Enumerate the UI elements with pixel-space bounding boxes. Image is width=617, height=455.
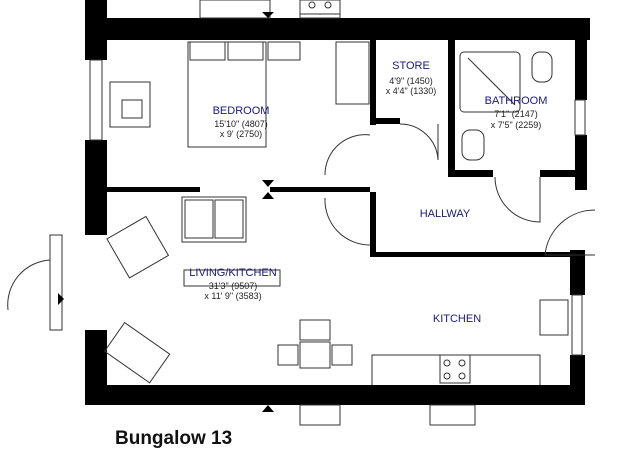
bed [187,41,267,148]
store-dim-2: x 4'4" (1330) [386,86,436,96]
store-dim-1: 4'9" (1450) [389,76,432,86]
dining-table [299,341,331,369]
living-kitchen-dim-1: 31'3" (9507) [209,281,257,291]
kitchen-label: KITCHEN [433,313,481,325]
walls [85,0,590,405]
shower [459,51,521,113]
store-label: STORE [392,60,430,72]
hallway-label: HALLWAY [420,208,471,220]
toilet [531,51,553,83]
windows [49,0,586,426]
living-kitchen-label: LIVING/KITCHEN [189,267,276,279]
bathroom-dim-2: x 7'5" (2259) [491,120,541,130]
sofa [181,196,247,243]
bedroom-label: BEDROOM [213,105,270,117]
bedroom-dim-2: x 9' (2750) [220,129,262,139]
hob [439,354,471,384]
markers [58,12,274,412]
plan-title: Bungalow 13 [115,428,233,449]
basin [461,129,485,161]
armchair [106,215,170,279]
bathroom-label: BATHROOM [485,95,548,107]
tv-unit [103,321,171,384]
doors [7,123,596,311]
furniture [103,0,569,385]
living-kitchen-dim-2: x 11' 9" (3583) [204,291,261,301]
bathroom-dim-1: 7'1" (2147) [494,109,537,119]
bedroom-dim-1: 15'10" (4807) [214,119,267,129]
sink [539,299,569,336]
